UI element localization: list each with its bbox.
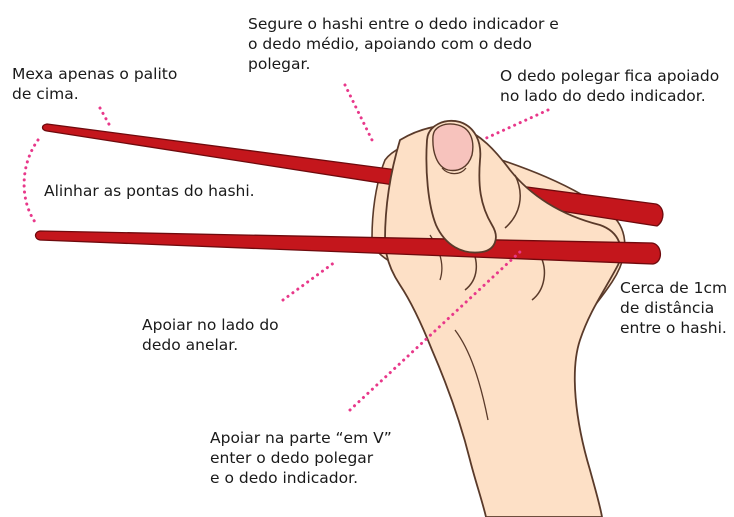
chopstick-bottom-icon bbox=[34, 230, 662, 265]
annotation-v-part: Apoiar na parte “em V” enter o dedo pole… bbox=[210, 429, 392, 487]
guide-ring bbox=[281, 260, 337, 302]
thumbnail-base-icon bbox=[441, 167, 467, 175]
thumbnail-icon bbox=[432, 123, 474, 172]
guide-v bbox=[348, 248, 524, 412]
annotation-align-tips: Alinhar as pontas do hashi. bbox=[44, 182, 255, 200]
annotation-thumb-rests: O dedo polegar fica apoiado no lado do d… bbox=[500, 67, 720, 105]
dotted-guides bbox=[22, 83, 550, 412]
palm-line-icon bbox=[454, 329, 489, 421]
guide-move-top bbox=[98, 106, 112, 128]
annotation-hold-between-fingers: Segure o hashi entre o dedo indicador e … bbox=[248, 15, 559, 73]
guide-align-tips bbox=[22, 138, 40, 224]
finger-crease-icon bbox=[504, 174, 521, 229]
guide-thumb bbox=[480, 108, 550, 142]
hand-palm-icon bbox=[384, 124, 622, 517]
annotation-ring-finger: Apoiar no lado do dedo anelar. bbox=[142, 316, 279, 354]
chopstick-top-icon bbox=[41, 123, 664, 227]
annotation-move-top-stick: Mexa apenas o palito de cima. bbox=[12, 65, 178, 103]
annotation-distance: Cerca de 1cm de distância entre o hashi. bbox=[620, 279, 728, 337]
guide-hold bbox=[343, 83, 374, 142]
